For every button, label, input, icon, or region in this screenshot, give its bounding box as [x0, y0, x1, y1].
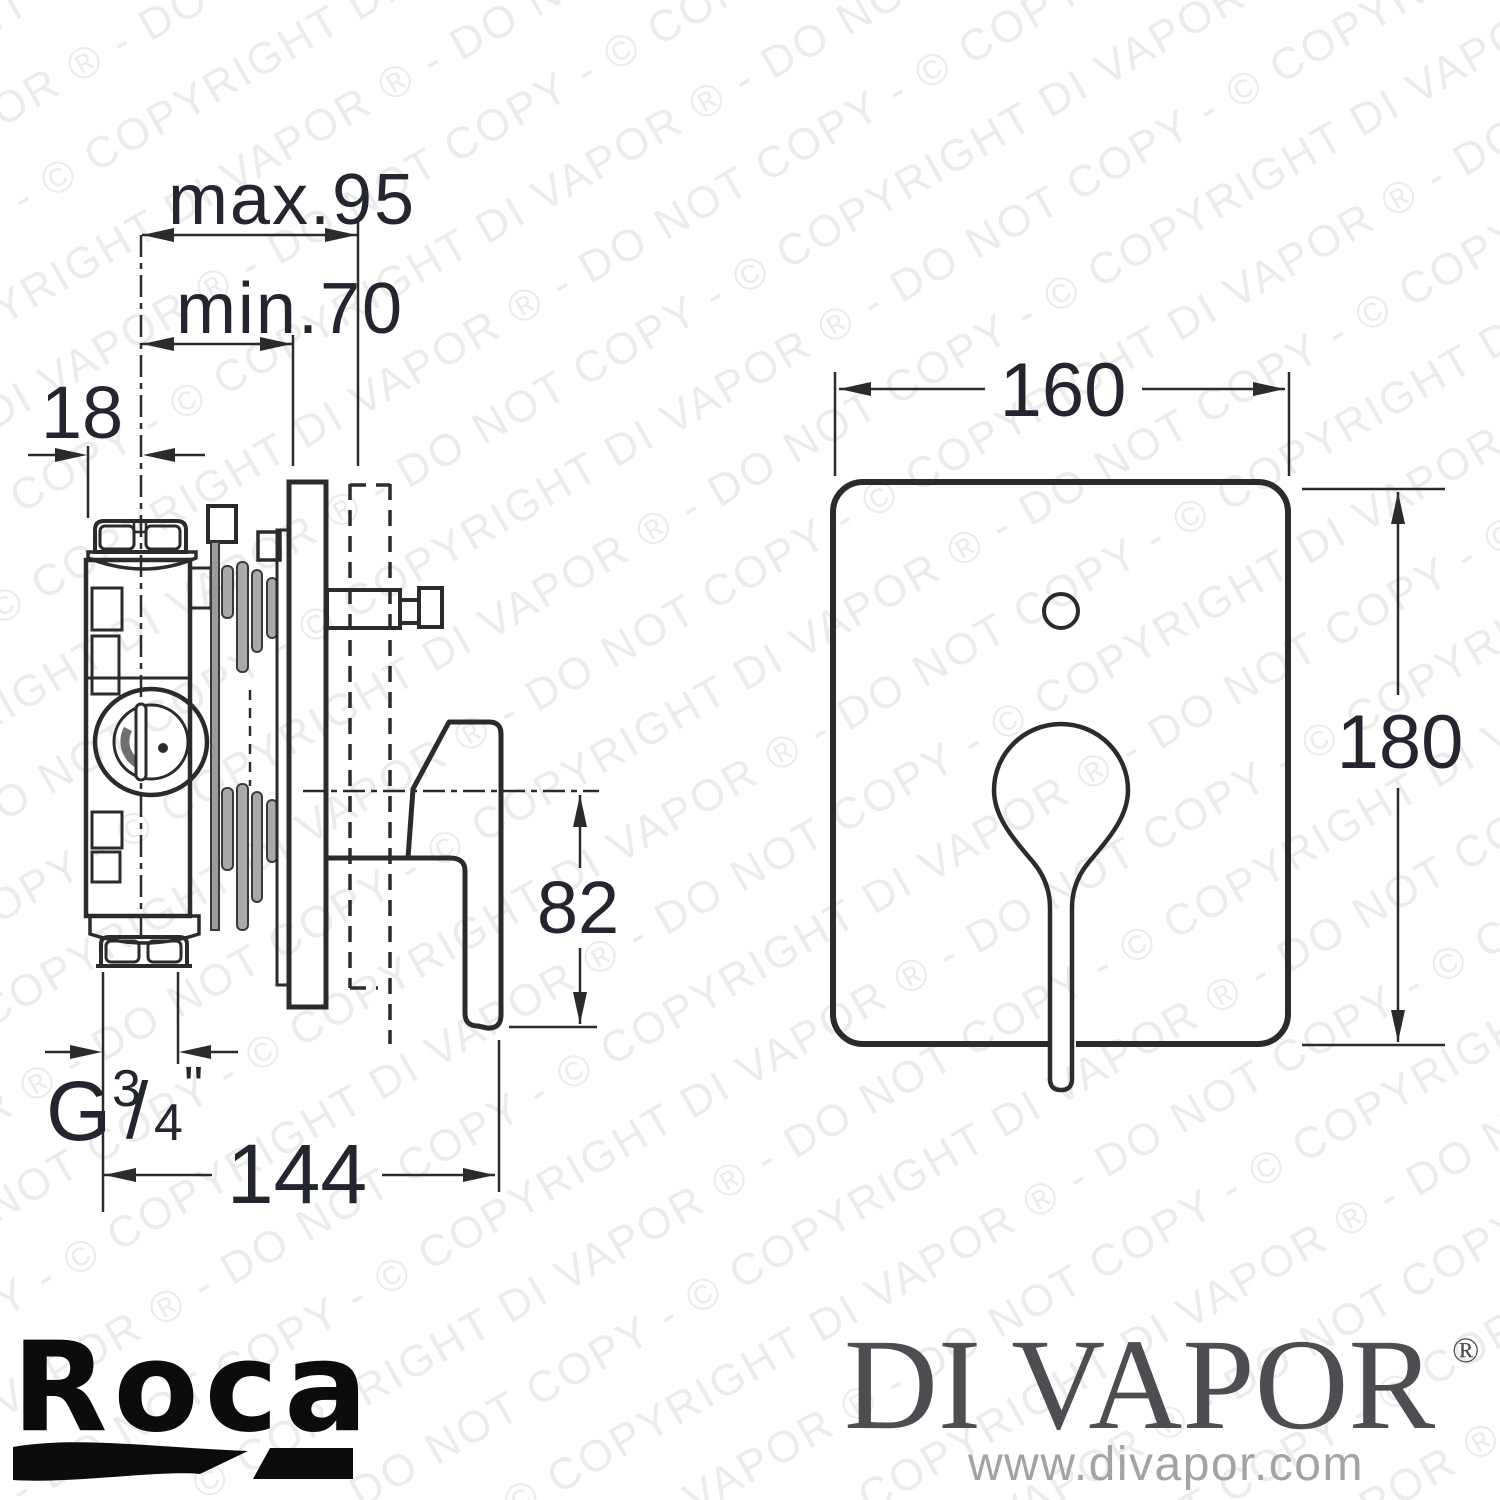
dimension-plate-width: 160 — [833, 348, 1291, 476]
roca-wordmark: Roca — [12, 1316, 374, 1460]
seal-slot — [221, 787, 234, 871]
thread-prefix: G — [46, 1064, 111, 1158]
dim-label-max-depth: max.95 — [168, 160, 416, 240]
roca-logo: Roca — [12, 1316, 374, 1481]
bottom-nut-flat-right — [146, 939, 183, 964]
top-hex-nut — [93, 519, 188, 554]
body-detail-2 — [90, 634, 121, 696]
thread-denominator: 4 — [154, 1094, 183, 1152]
diverter-hole — [1042, 592, 1080, 630]
bottom-nut-flat-left — [104, 939, 141, 964]
cartridge-ring — [112, 703, 190, 781]
thread-slash: / — [126, 1066, 149, 1155]
top-nut-flat-left — [98, 524, 136, 551]
front-view-group: 160 180 — [830, 348, 1464, 1093]
seal-slot — [236, 783, 249, 931]
body-detail-3 — [90, 810, 124, 850]
cartridge-pin — [158, 743, 168, 753]
plate-edge-gap — [1048, 1036, 1076, 1052]
trim-plate — [830, 479, 1291, 1047]
lever-handle-front — [991, 721, 1131, 1093]
cartridge-screw-slot — [134, 702, 148, 782]
dim-label-plate-width: 160 — [1000, 348, 1127, 433]
mounting-assembly — [188, 479, 329, 1010]
seal-slot — [251, 569, 263, 653]
top-nut-notch — [132, 519, 148, 534]
outlet-pipe — [325, 586, 444, 630]
divapor-website-url: www.divapor.com — [967, 1438, 1364, 1491]
cartridge-outer — [92, 686, 210, 798]
top-nut-flat-right — [144, 524, 182, 551]
body-detail-4 — [90, 850, 122, 884]
dim-label-min-depth: min.70 — [176, 269, 404, 349]
bolt-rod — [210, 541, 220, 931]
roca-swoosh-dash — [253, 1448, 353, 1479]
dimension-min-depth: min.70 — [142, 269, 404, 466]
thread-numerator: 3 — [112, 1060, 141, 1118]
lever-handle-side — [327, 719, 504, 1031]
dimension-body-offset: 18 — [28, 371, 205, 518]
dim-label-body-offset: 18 — [41, 371, 123, 454]
roca-swoosh — [13, 1442, 248, 1481]
side-view-group: max.95 min.70 18 — [28, 160, 619, 1221]
dimension-total-depth: 144 — [104, 1040, 501, 1221]
dimension-handle-drop: 82 — [509, 795, 619, 1029]
divapor-logo: DI VAPOR ® www.divapor.com — [844, 1313, 1479, 1491]
dimension-plate-height: 180 — [1302, 487, 1464, 1047]
bottom-hex-nut — [99, 935, 189, 968]
bolt-cap — [206, 504, 238, 544]
footer-branding: Roca DI VAPOR ® www.divapor.com — [12, 1313, 1479, 1491]
dimension-thread-size: G 3 / 4 " — [45, 972, 238, 1212]
valve-body — [83, 519, 210, 968]
dim-label-plate-height: 180 — [1337, 700, 1464, 785]
wall-hidden-lines — [348, 483, 392, 1044]
plate-bracket — [256, 530, 282, 562]
body-step — [188, 566, 213, 610]
divapor-wordmark: DI VAPOR — [844, 1313, 1436, 1457]
dim-label-handle-drop: 82 — [537, 866, 619, 949]
divapor-registered-mark: ® — [1452, 1330, 1479, 1370]
dimension-max-depth: max.95 — [142, 160, 416, 466]
thread-inch-mark: " — [184, 1056, 203, 1116]
seal-slot — [236, 561, 249, 673]
escutcheon-plate-side — [286, 479, 329, 1010]
body-detail-1 — [90, 586, 124, 632]
seal-slot — [251, 791, 263, 903]
dim-label-total-depth: 144 — [227, 1127, 367, 1221]
seal-slot — [221, 565, 234, 619]
